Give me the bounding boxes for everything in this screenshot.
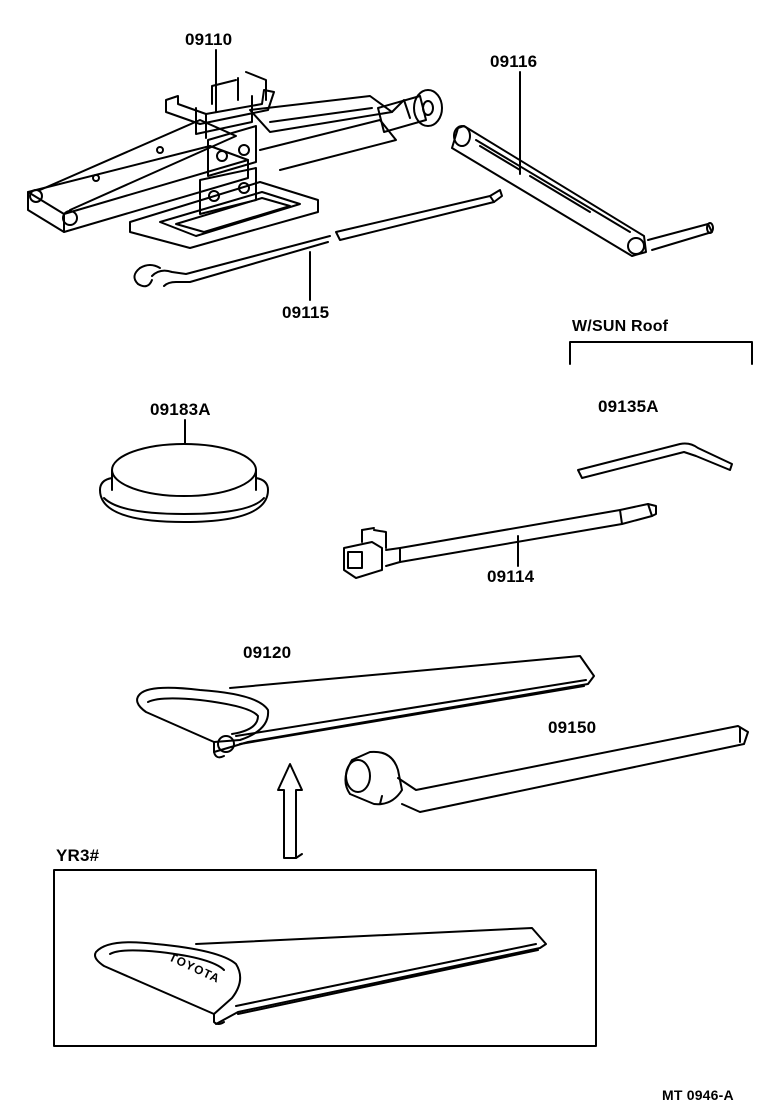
extension-bar-drawing — [343, 503, 657, 579]
part-label-tool-bag: 09120 — [243, 643, 292, 662]
part-label-wrench: 09150 — [548, 718, 597, 737]
part-label-sun-roof-rod: 09135A — [598, 397, 659, 416]
jack-handle-drawing — [451, 125, 714, 257]
sun-roof-condition-label: W/SUN Roof — [572, 318, 669, 335]
variant-code-label: YR3# — [56, 846, 100, 865]
sun-roof-bracket — [569, 341, 753, 365]
leader-lines — [184, 49, 521, 567]
part-label-extension-bar: 09114 — [487, 567, 535, 586]
bag-brand-text: TOYOTA — [167, 950, 223, 986]
wrench-drawing — [344, 725, 749, 813]
cap-drawing — [99, 443, 269, 523]
part-label-handle-rod: 09115 — [282, 303, 330, 322]
tool-bag-drawing — [136, 655, 595, 759]
up-arrow — [277, 763, 303, 859]
variant-tool-bag-drawing — [94, 927, 547, 1025]
handle-rod-drawing — [133, 189, 503, 288]
part-label-cap: 09183A — [150, 400, 211, 419]
sun-roof-rod-drawing — [577, 442, 733, 479]
scissor-jack-drawing — [27, 71, 443, 249]
variant-box — [53, 869, 597, 1047]
figure-reference: MT 0946-A — [662, 1087, 734, 1103]
part-label-jack-handle: 09116 — [490, 52, 538, 71]
part-label-jack: 09110 — [185, 30, 233, 49]
